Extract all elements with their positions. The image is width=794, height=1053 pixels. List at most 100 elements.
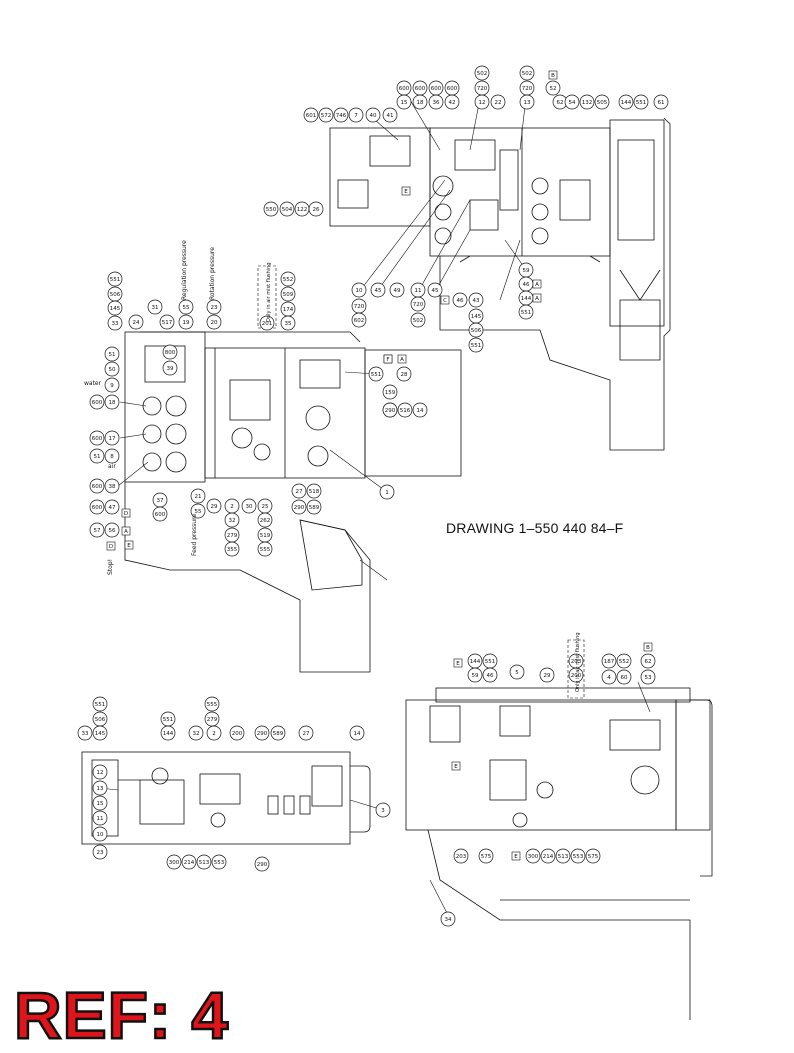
balloon-callout: 290 [382, 402, 398, 418]
box-letter: E [451, 761, 461, 771]
box-letter-frame [124, 540, 134, 550]
balloon-callout: 300 [166, 854, 182, 870]
balloon-number: 290 [385, 408, 396, 414]
balloon-number: 5 [515, 670, 519, 676]
balloon-circle [570, 848, 586, 864]
balloon-circle [616, 669, 632, 685]
balloon-number: 555 [260, 547, 271, 553]
box-letter-text: E [514, 854, 518, 860]
balloon-number: 42 [449, 100, 456, 106]
balloon-callout: 509 [280, 286, 296, 302]
balloon-circle [128, 314, 144, 330]
balloon-number: 800 [165, 350, 176, 356]
balloon-callout: 145 [107, 300, 123, 316]
balloon-circle [490, 94, 506, 110]
reference-box-letters: BAECDEFADAEBEFAE [106, 70, 653, 861]
balloon-number: 551 [110, 277, 121, 283]
balloon-callout: 8 [104, 448, 120, 464]
balloon-number: 145 [95, 731, 106, 737]
balloon-circle [211, 854, 227, 870]
box-letter-frame [548, 70, 558, 80]
balloon-callout: 19 [178, 314, 194, 330]
balloon-circle [92, 826, 108, 842]
box-letter: E [453, 658, 463, 668]
balloon-circle [585, 848, 601, 864]
balloon-number: 14 [354, 731, 361, 737]
balloon-circle [410, 312, 426, 328]
box-letter: C [440, 295, 450, 305]
balloon-number: 13 [97, 786, 104, 792]
balloon-number: 41 [387, 113, 394, 119]
balloon-callout: 519 [257, 527, 273, 543]
balloon-number: 22 [495, 100, 502, 106]
drawing-title: DRAWING 1–550 440 84–F [446, 520, 624, 536]
balloon-circle [190, 488, 206, 504]
balloon-number: 144 [521, 296, 532, 302]
balloon-callout: 600 [444, 80, 460, 96]
balloon-circle [280, 271, 296, 287]
balloon-number: 572 [321, 113, 332, 119]
balloon-circle [188, 725, 204, 741]
balloon-number: 600 [399, 86, 410, 92]
balloon-circle [224, 512, 240, 528]
balloon-circle [318, 107, 334, 123]
balloon-circle [291, 483, 307, 499]
balloon-circle [396, 366, 412, 382]
balloon-callout: 56 [104, 522, 120, 538]
balloon-callout: 575 [478, 848, 494, 864]
balloon-number: 720 [413, 302, 424, 308]
balloon-callout: 505 [594, 94, 610, 110]
balloon-number: 4 [607, 675, 611, 681]
balloon-circle [519, 65, 535, 81]
balloon-number: 550 [266, 207, 277, 213]
view-mid-assembly [124, 331, 462, 673]
balloon-callout: 551 [107, 271, 123, 287]
balloon-circle [166, 854, 182, 870]
balloon-number: 2 [230, 504, 234, 510]
balloon-callout: 11 [92, 810, 108, 826]
ref-label: REF: 4 [13, 978, 230, 1052]
balloon-circle [633, 94, 649, 110]
balloon-callout: 800 [162, 344, 178, 360]
balloon-number: 203 [571, 659, 582, 665]
box-letter-text: A [124, 529, 128, 535]
balloon-number: 516 [400, 408, 411, 414]
balloon-callout: 38 [104, 478, 120, 494]
balloon-number: 12 [479, 100, 486, 106]
balloon-circle [224, 541, 240, 557]
balloon-circle [601, 669, 617, 685]
balloon-circle [348, 107, 364, 123]
balloon-circle [178, 314, 194, 330]
balloon-callout: 50 [104, 361, 120, 377]
balloon-callout: 551 [482, 653, 498, 669]
balloon-number: 502 [413, 318, 424, 324]
balloon-callout: 144 [467, 653, 483, 669]
balloon-callout: 262 [257, 512, 273, 528]
balloon-circle [306, 499, 322, 515]
balloon-number: 290 [257, 862, 268, 868]
balloon-circle [308, 201, 324, 217]
balloon-number: 27 [303, 731, 310, 737]
balloon-callout: 300 [525, 848, 541, 864]
box-letter: B [643, 642, 653, 652]
balloon-callout: 26 [308, 201, 324, 217]
balloon-callout: 720 [474, 80, 490, 96]
balloon-callout: 33 [107, 315, 123, 331]
balloon-callout: 201 [259, 315, 275, 331]
balloon-callout: 575 [585, 848, 601, 864]
balloon-number: 720 [354, 304, 365, 310]
balloon-number: 518 [309, 489, 320, 495]
box-letter-text: D [109, 544, 113, 550]
balloon-callout: 506 [107, 286, 123, 302]
balloon-number: 174 [283, 307, 294, 313]
balloon-callout: 15 [92, 795, 108, 811]
balloon-number: 45 [375, 288, 382, 294]
balloon-number: 555 [207, 702, 218, 708]
balloon-circle [303, 107, 319, 123]
balloon-circle [382, 107, 398, 123]
balloon-callout: 144 [518, 290, 534, 306]
box-letter-text: E [456, 661, 460, 667]
box-letter: F [383, 354, 393, 364]
balloon-circle [427, 282, 443, 298]
balloon-callout: 552 [616, 653, 632, 669]
